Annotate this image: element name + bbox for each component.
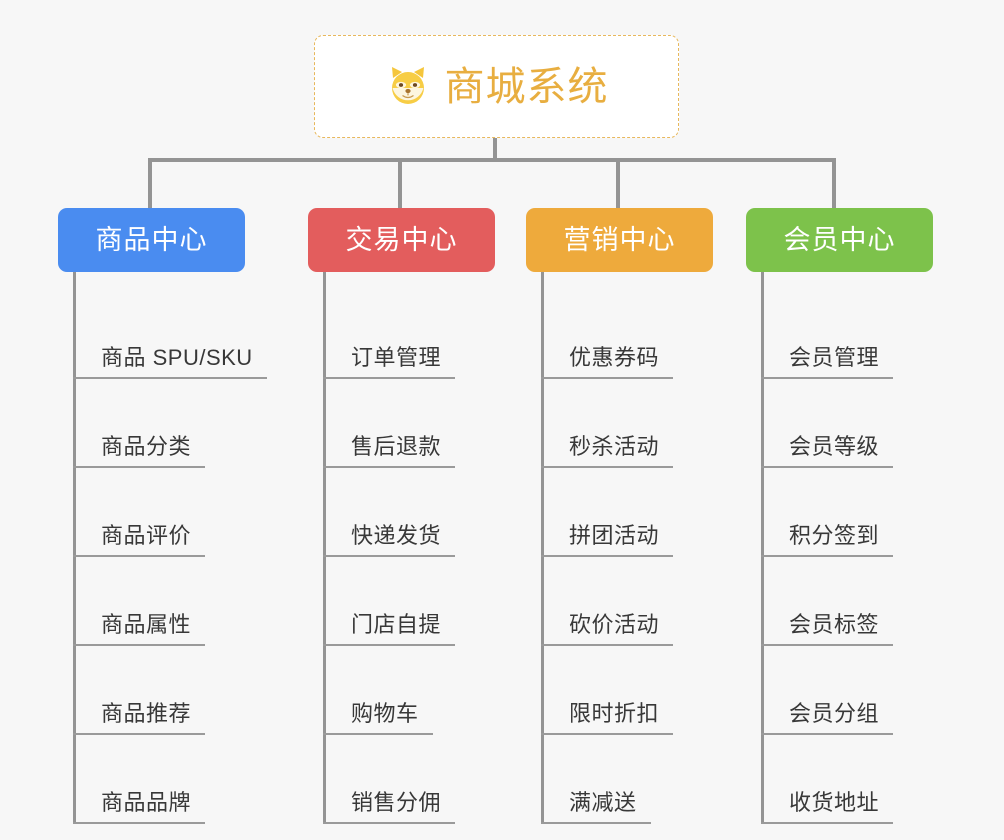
list-item[interactable]: 商品分类	[73, 379, 245, 468]
branch-member-center: 会员中心 会员管理 会员等级 积分签到 会员标签 会员分组 收货地址	[746, 208, 933, 824]
branch-product-center: 商品中心 商品 SPU/SKU 商品分类 商品评价 商品属性 商品推荐 商品品牌	[58, 208, 267, 824]
list-item[interactable]: 拼团活动	[541, 468, 713, 557]
branch-header-label-3: 营销中心	[563, 224, 676, 255]
leaf-label: 商品属性	[101, 611, 192, 637]
list-item[interactable]: 门店自提	[323, 557, 495, 646]
leaf-label: 会员标签	[789, 611, 880, 637]
leaf-label: 快递发货	[351, 522, 442, 548]
branch-body-4: 会员管理 会员等级 积分签到 会员标签 会员分组 收货地址	[761, 272, 933, 824]
connector-root-stem	[493, 138, 497, 160]
list-item[interactable]: 会员等级	[761, 379, 933, 468]
list-item[interactable]: 砍价活动	[541, 557, 713, 646]
leaf-label: 满减送	[569, 789, 637, 815]
branch-body-3: 优惠券码 秒杀活动 拼团活动 砍价活动 限时折扣 满减送	[541, 272, 713, 824]
leaf-label: 会员管理	[789, 344, 880, 370]
branch-trade-center: 交易中心 订单管理 售后退款 快递发货 门店自提 购物车 销售分佣	[308, 208, 495, 824]
leaf-label: 商品分类	[101, 433, 192, 459]
list-item[interactable]: 优惠券码	[541, 290, 713, 379]
leaf-label: 会员等级	[789, 433, 880, 459]
list-item[interactable]: 商品品牌	[73, 735, 245, 824]
root-node[interactable]: 商城系统	[314, 35, 679, 138]
list-item[interactable]: 购物车	[323, 646, 495, 735]
branch-header-4[interactable]: 会员中心	[746, 208, 933, 272]
list-item[interactable]: 商品评价	[73, 468, 245, 557]
list-item[interactable]: 订单管理	[323, 290, 495, 379]
list-item[interactable]: 商品推荐	[73, 646, 245, 735]
list-item[interactable]: 会员管理	[761, 290, 933, 379]
branch-body-2: 订单管理 售后退款 快递发货 门店自提 购物车 销售分佣	[323, 272, 495, 824]
list-item[interactable]: 满减送	[541, 735, 713, 824]
list-item[interactable]: 积分签到	[761, 468, 933, 557]
list-item[interactable]: 售后退款	[323, 379, 495, 468]
list-item[interactable]: 商品属性	[73, 557, 245, 646]
root-title: 商城系统	[444, 64, 609, 109]
leaf-label: 优惠券码	[569, 344, 660, 370]
leaf-label: 订单管理	[351, 344, 442, 370]
list-item[interactable]: 限时折扣	[541, 646, 713, 735]
branch-header-2[interactable]: 交易中心	[308, 208, 495, 272]
leaf-label: 商品 SPU/SKU	[101, 344, 253, 370]
leaf-label: 售后退款	[351, 433, 442, 459]
leaf-label: 商品品牌	[101, 789, 192, 815]
connector-drop-3	[616, 158, 620, 208]
branch-header-1[interactable]: 商品中心	[58, 208, 245, 272]
leaf-label: 销售分佣	[351, 789, 442, 815]
leaf-label: 商品评价	[101, 522, 192, 548]
connector-drop-2	[398, 158, 402, 208]
branch-body-1: 商品 SPU/SKU 商品分类 商品评价 商品属性 商品推荐 商品品牌	[73, 272, 267, 824]
leaf-label: 购物车	[351, 700, 419, 726]
leaf-label: 限时折扣	[569, 700, 660, 726]
shiba-dog-icon	[385, 64, 431, 110]
leaf-label: 积分签到	[789, 522, 880, 548]
branch-header-3[interactable]: 营销中心	[526, 208, 713, 272]
list-item[interactable]: 会员分组	[761, 646, 933, 735]
leaf-label: 拼团活动	[569, 522, 660, 548]
leaf-label: 门店自提	[351, 611, 442, 637]
list-item[interactable]: 快递发货	[323, 468, 495, 557]
branch-header-label-2: 交易中心	[345, 224, 458, 255]
connector-drop-4	[832, 158, 836, 208]
branch-header-label-1: 商品中心	[95, 224, 208, 255]
connector-drop-1	[148, 158, 152, 208]
leaf-label: 秒杀活动	[569, 433, 660, 459]
leaf-label: 会员分组	[789, 700, 880, 726]
list-item[interactable]: 商品 SPU/SKU	[73, 290, 267, 379]
branch-header-label-4: 会员中心	[783, 224, 896, 255]
leaf-label: 收货地址	[789, 789, 880, 815]
list-item[interactable]: 销售分佣	[323, 735, 495, 824]
list-item[interactable]: 会员标签	[761, 557, 933, 646]
list-item[interactable]: 秒杀活动	[541, 379, 713, 468]
list-item[interactable]: 收货地址	[761, 735, 933, 824]
leaf-label: 商品推荐	[101, 700, 192, 726]
connector-horizontal-bus	[148, 158, 836, 162]
branch-marketing-center: 营销中心 优惠券码 秒杀活动 拼团活动 砍价活动 限时折扣 满减送	[526, 208, 713, 824]
leaf-label: 砍价活动	[569, 611, 660, 637]
